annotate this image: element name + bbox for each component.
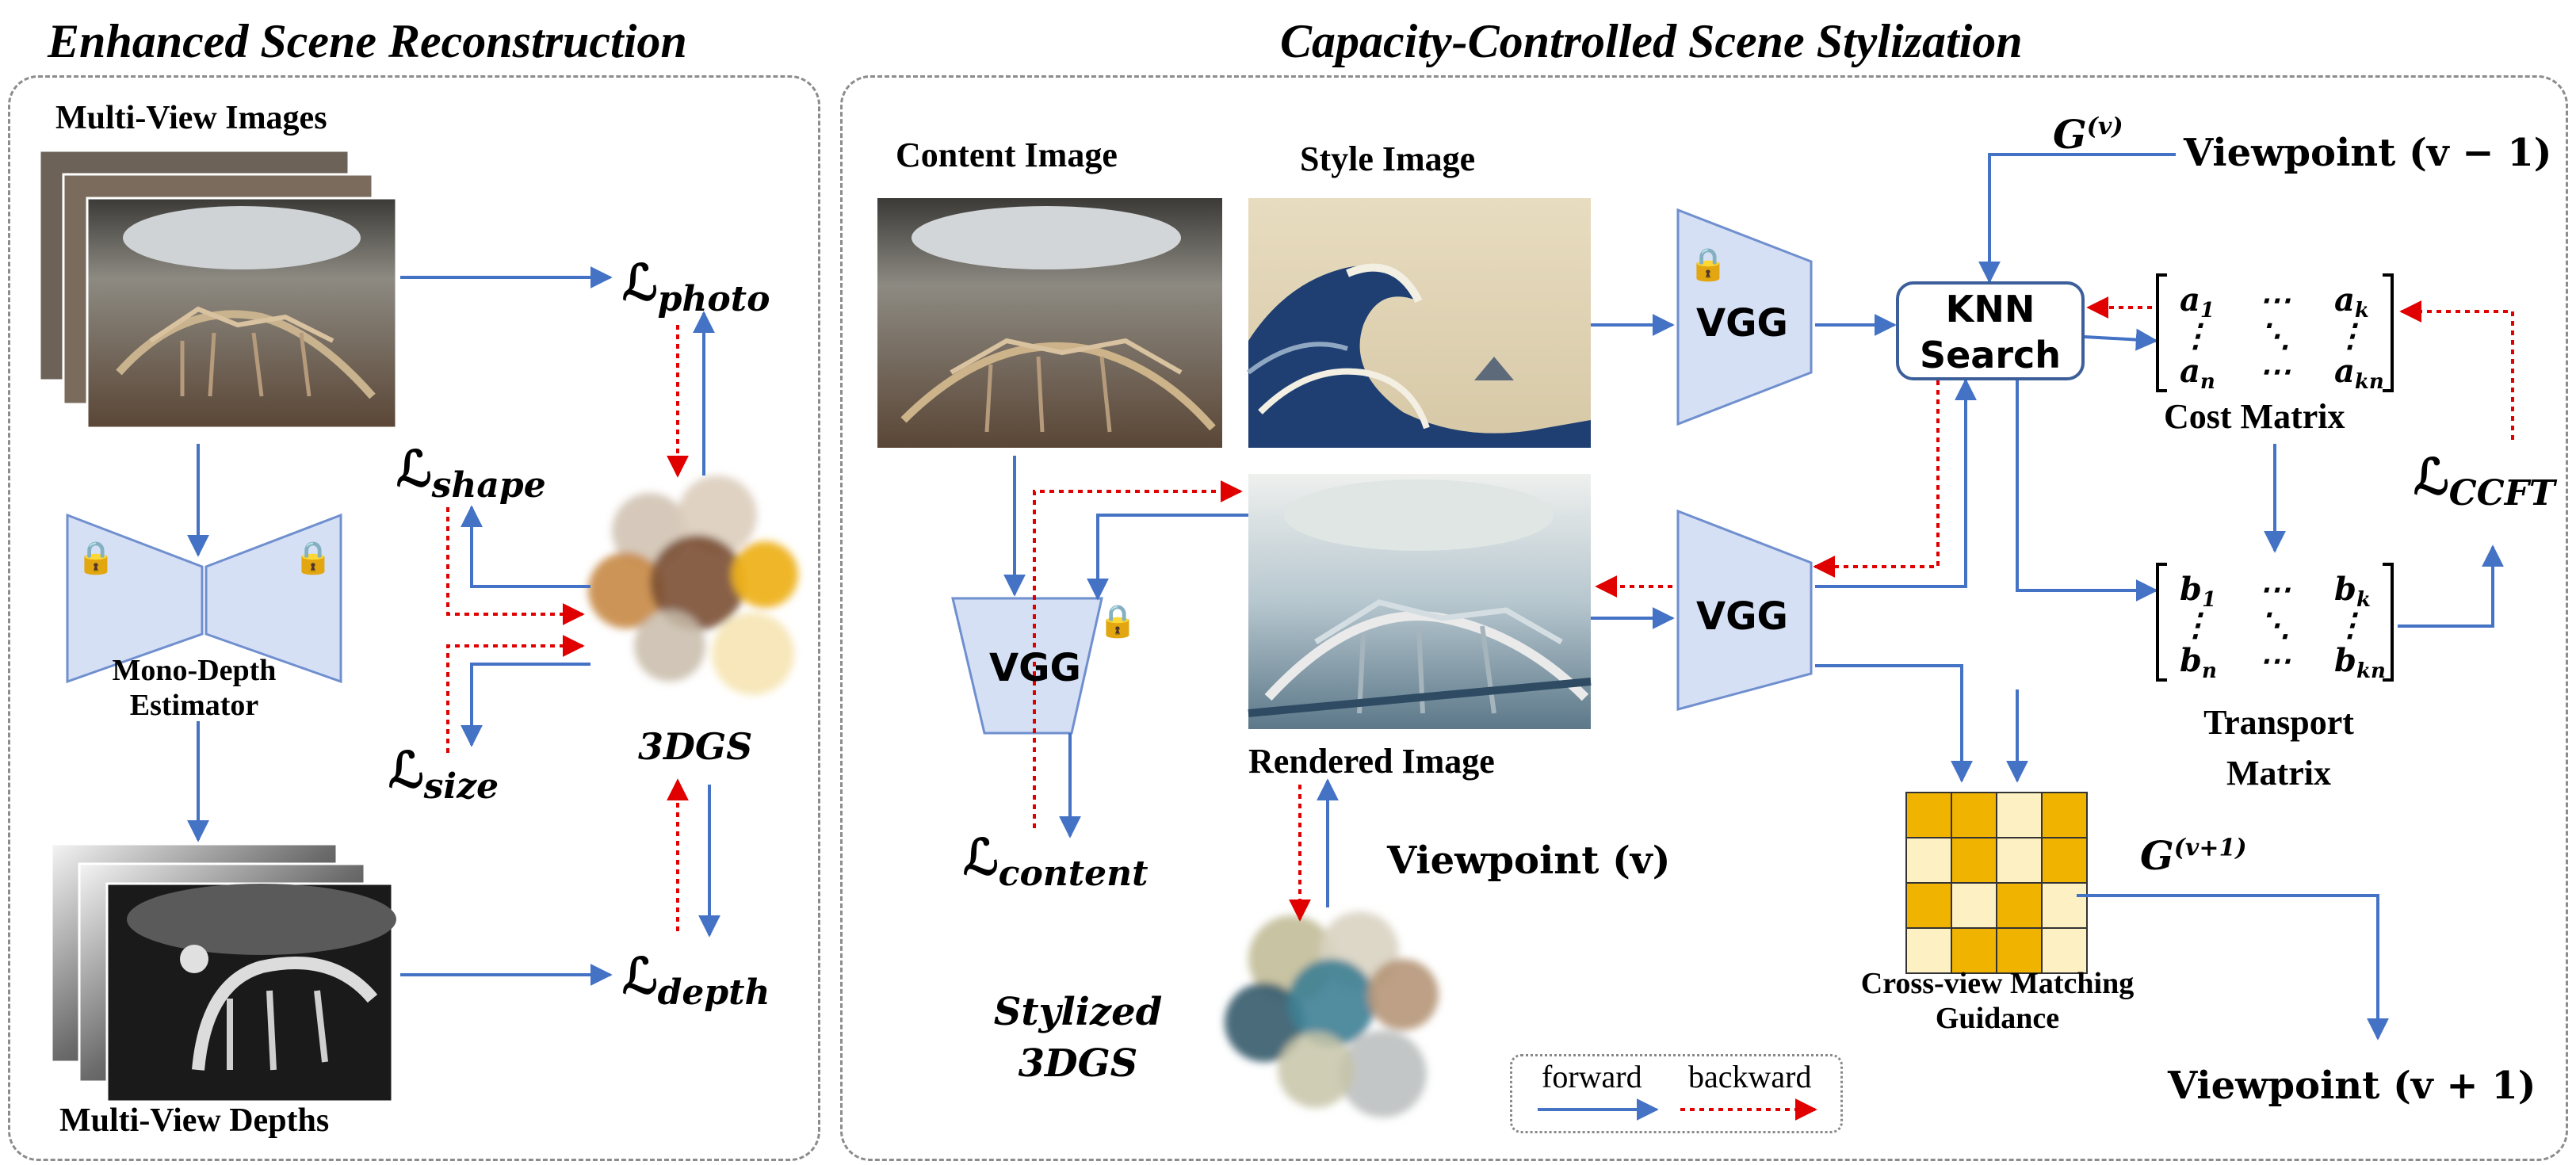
- grid-cell: [2041, 927, 2088, 974]
- cost-matrix: a1⋯ak⋮⋱⋮an⋯akn: [2156, 273, 2394, 394]
- vgg-lower: [1676, 509, 1813, 711]
- grid-cell: [1951, 882, 1997, 929]
- loss-shape: ℒshape: [396, 440, 546, 506]
- grid-cell: [2041, 837, 2088, 884]
- grid-cell: [1996, 792, 2043, 838]
- right-backward-arrows: [1033, 296, 2514, 922]
- transport-matrix-cell: ⋯: [2259, 642, 2291, 679]
- multiview-depth-stack: [50, 842, 396, 1103]
- cost-matrix-label: Cost Matrix: [2164, 397, 2345, 436]
- rendered-image-label: Rendered Image: [1248, 742, 1495, 781]
- mono-depth-estimator: [66, 513, 342, 684]
- cost-matrix-cell: ak: [2334, 281, 2369, 323]
- cross-view-grid: [1905, 792, 2088, 974]
- multiview-image-stack: [38, 149, 398, 430]
- vgg-content-label: VGG: [989, 646, 1081, 690]
- loss-content: ℒcontent: [963, 828, 1148, 894]
- content-image: [877, 198, 1222, 448]
- cost-matrix-cell: akn: [2334, 353, 2384, 394]
- grid-cell: [2041, 882, 2088, 929]
- cost-matrix-cell: a1: [2180, 281, 2215, 323]
- lock-icon: 🔒: [1098, 603, 1137, 639]
- right-forward-arrows: [1003, 153, 2504, 1041]
- loss-ccft: ℒCCFT: [2414, 448, 2555, 514]
- left-forward-arrows: [187, 266, 720, 986]
- left-backward-arrows: [446, 325, 689, 931]
- transport-matrix-cell: ⋱: [2259, 606, 2291, 644]
- viewpoint-prev-label: Viewpoint (v − 1): [2184, 131, 2552, 175]
- style-image: [1247, 198, 1591, 448]
- legend-box: [1510, 1054, 1843, 1133]
- legend-forward: forward: [1542, 1059, 1642, 1094]
- lock-icon: 🔒: [1688, 246, 1728, 282]
- lock-icon: 🔒: [293, 540, 333, 575]
- vgg-lower-label: VGG: [1696, 594, 1788, 639]
- cost-matrix-cell: ⋱: [2259, 317, 2291, 354]
- transport-matrix-cell: bn: [2180, 642, 2217, 683]
- left-panel-title: Enhanced Scene Reconstruction: [48, 15, 687, 67]
- viewpoint-current-label: Viewpoint (v): [1387, 838, 1671, 883]
- cost-matrix-cell: ⋮: [2180, 317, 2211, 354]
- content-image-label: Content Image: [896, 136, 1118, 174]
- stylized-3dgs-gaussians: [1225, 911, 1439, 1117]
- g-v-label: G(v): [2053, 111, 2123, 158]
- viewpoint-next-label: Viewpoint (v + 1): [2168, 1064, 2536, 1108]
- multiview-depths-label: Multi-View Depths: [59, 1102, 330, 1139]
- g-v1-label: G(v+1): [2140, 832, 2247, 879]
- 3dgs-label: 3DGS: [638, 725, 753, 768]
- right-panel: [840, 75, 2568, 1161]
- multiview-images-label: Multi-View Images: [55, 100, 327, 136]
- vgg-upper-label: VGG: [1696, 301, 1788, 346]
- grid-cell: [1905, 927, 1952, 974]
- legend-backward: backward: [1688, 1059, 1812, 1094]
- transport-matrix-cell: ⋮: [2180, 606, 2211, 644]
- vgg-upper: [1676, 208, 1813, 426]
- transport-matrix-cell: bkn: [2334, 642, 2386, 683]
- transport-matrix: b1⋯bk⋮⋱⋮bn⋯bkn: [2156, 563, 2394, 683]
- transport-matrix-cell: ⋮: [2334, 606, 2366, 644]
- cost-matrix-cell: ⋯: [2259, 281, 2291, 319]
- right-panel-title: Capacity-Controlled Scene Stylization: [1280, 15, 2023, 67]
- transport-matrix-cell: b1: [2180, 571, 2217, 612]
- grid-cell: [1951, 792, 1997, 838]
- style-image-label: Style Image: [1300, 139, 1476, 178]
- loss-depth: ℒdepth: [622, 947, 770, 1013]
- loss-photo: ℒphoto: [622, 254, 770, 319]
- cost-matrix-cell: an: [2180, 353, 2215, 394]
- lock-icon: 🔒: [76, 540, 116, 575]
- left-panel: [8, 75, 820, 1161]
- rendered-image: [1248, 474, 1592, 729]
- cost-matrix-cell: ⋮: [2334, 317, 2366, 354]
- cost-matrix-cell: ⋯: [2259, 353, 2291, 390]
- transport-matrix-cell: bk: [2334, 571, 2371, 612]
- loss-size: ℒsize: [388, 741, 499, 807]
- grid-cell: [1951, 927, 1997, 974]
- transport-matrix-cell: ⋯: [2259, 571, 2291, 608]
- 3dgs-gaussians: [588, 476, 798, 695]
